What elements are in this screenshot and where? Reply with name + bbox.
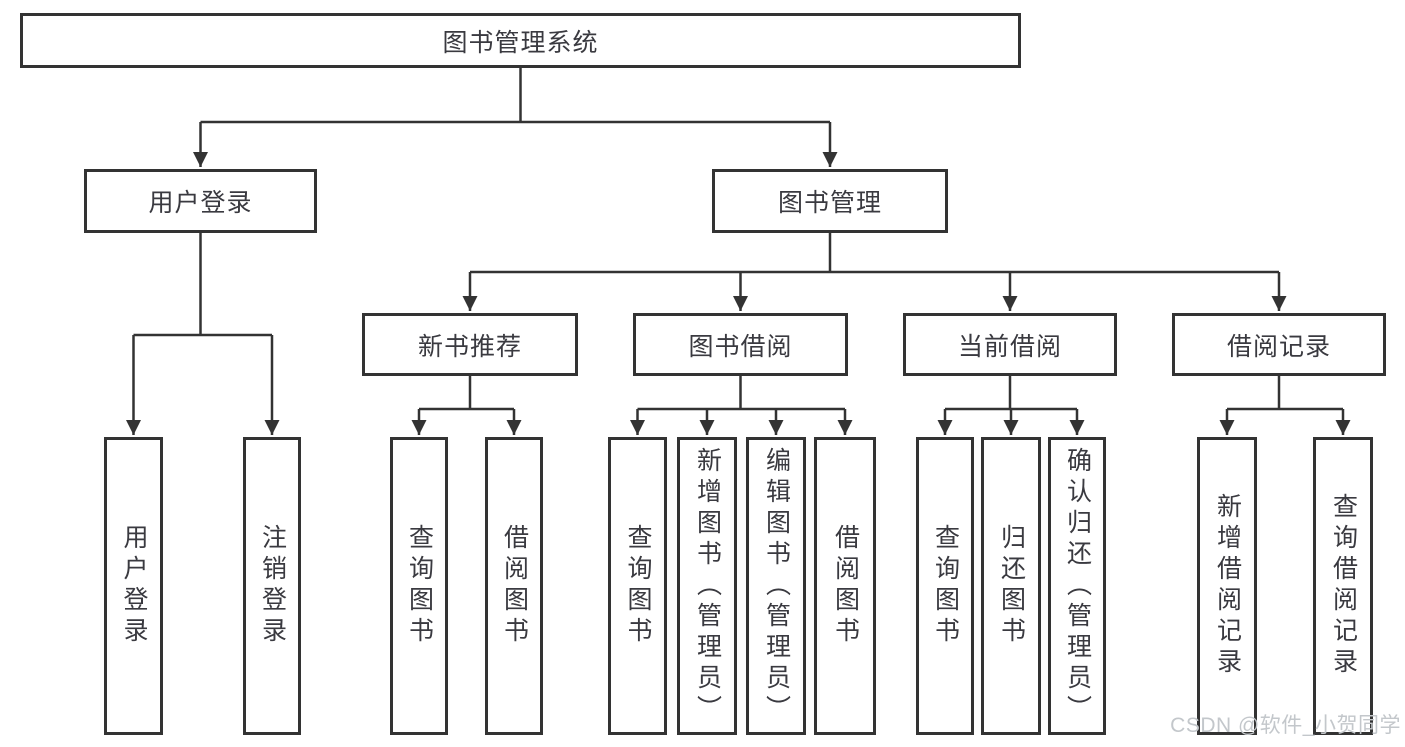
leaf-confirm-return-admin: 确认归还（管理员） <box>1048 437 1106 735</box>
node-book-management: 图书管理 <box>712 169 948 233</box>
leaf-borrow-books-recommend: 借阅图书 <box>485 437 543 735</box>
node-borrowing-records: 借阅记录 <box>1172 313 1386 376</box>
leaf-add-book-admin: 新增图书（管理员） <box>677 437 737 735</box>
leaf-query-books-recommend: 查询图书 <box>390 437 448 735</box>
node-library-management-system: 图书管理系统 <box>20 13 1021 68</box>
node-book-borrowing: 图书借阅 <box>633 313 848 376</box>
csdn-watermark: CSDN @软件_小贺同学 <box>1170 714 1401 737</box>
leaf-query-books-current: 查询图书 <box>916 437 974 735</box>
leaf-query-borrow-record: 查询借阅记录 <box>1313 437 1373 735</box>
node-new-book-recommend: 新书推荐 <box>362 313 578 376</box>
connector-group <box>126 68 1351 435</box>
leaf-logout: 注销登录 <box>243 437 301 735</box>
leaf-add-borrow-record: 新增借阅记录 <box>1197 437 1257 735</box>
leaf-borrow-books-borrowing: 借阅图书 <box>814 437 876 735</box>
node-user-login: 用户登录 <box>84 169 317 233</box>
leaf-return-book: 归还图书 <box>981 437 1041 735</box>
leaf-edit-book-admin: 编辑图书（管理员） <box>746 437 806 735</box>
node-current-borrowing: 当前借阅 <box>903 313 1117 376</box>
leaf-user-login: 用户登录 <box>104 437 163 735</box>
leaf-query-books-borrowing: 查询图书 <box>608 437 667 735</box>
